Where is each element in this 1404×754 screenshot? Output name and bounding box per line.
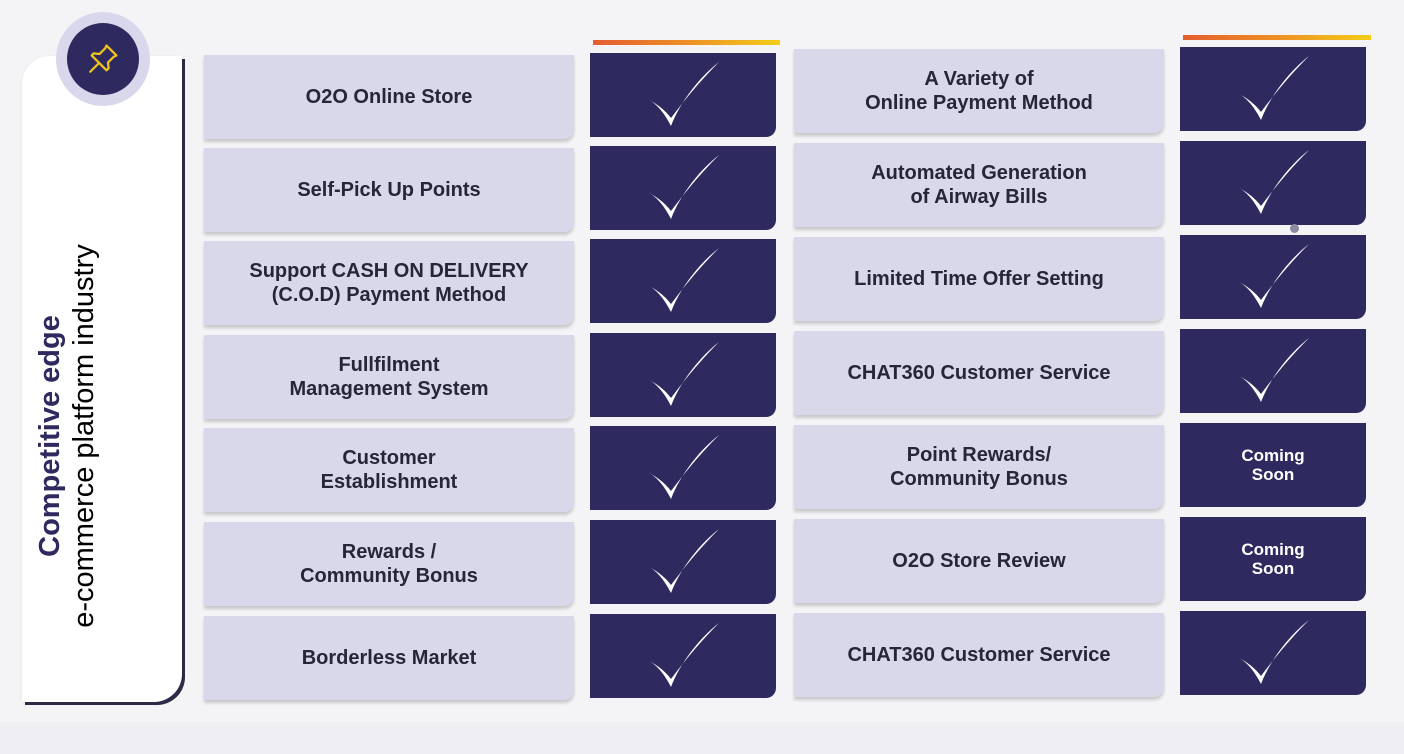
feature-label: Limited Time Offer Setting bbox=[854, 268, 1104, 290]
feature-label: Fullfilment Management System bbox=[289, 354, 489, 400]
feature-cell: Support CASH ON DELIVERY (C.O.D) Payment… bbox=[204, 241, 574, 325]
pushpin-disc bbox=[67, 23, 139, 95]
feature-label: Automated Generation of Airway Bills bbox=[871, 162, 1087, 208]
checkmark-icon bbox=[1239, 150, 1309, 214]
coming-soon-label: Coming Soon bbox=[1241, 446, 1305, 484]
feature-label: Rewards / Community Bonus bbox=[300, 541, 478, 587]
feature-cell: Fullfilment Management System bbox=[204, 335, 574, 419]
accent-bar-left bbox=[593, 40, 780, 45]
status-check bbox=[590, 53, 776, 137]
feature-label: Point Rewards/ Community Bonus bbox=[890, 444, 1068, 490]
checkmark-icon bbox=[649, 155, 719, 219]
feature-label: CHAT360 Customer Service bbox=[847, 362, 1111, 384]
dot-marker bbox=[1290, 224, 1299, 233]
feature-cell: Self-Pick Up Points bbox=[204, 148, 574, 232]
status-check bbox=[1180, 47, 1366, 131]
checkmark-icon bbox=[1239, 56, 1309, 120]
side-title-regular: e-commerce platform industry bbox=[68, 244, 100, 628]
side-title-bold: Competitive edge bbox=[34, 315, 66, 557]
checkmark-icon bbox=[1239, 620, 1309, 684]
checkmark-icon bbox=[1239, 244, 1309, 308]
status-check bbox=[1180, 611, 1366, 695]
status-coming-soon: Coming Soon bbox=[1180, 423, 1366, 507]
feature-label: A Variety of Online Payment Method bbox=[865, 68, 1093, 114]
feature-cell: Limited Time Offer Setting bbox=[794, 237, 1164, 321]
status-check bbox=[590, 239, 776, 323]
feature-cell: Rewards / Community Bonus bbox=[204, 522, 574, 606]
feature-cell: Point Rewards/ Community Bonus bbox=[794, 425, 1164, 509]
checkmark-icon bbox=[649, 342, 719, 406]
checkmark-icon bbox=[649, 62, 719, 126]
status-check bbox=[1180, 329, 1366, 413]
status-check bbox=[590, 333, 776, 417]
feature-cell: CHAT360 Customer Service bbox=[794, 331, 1164, 415]
side-title-card: Competitive edge e-commerce platform ind… bbox=[22, 56, 182, 702]
checkmark-icon bbox=[649, 623, 719, 687]
feature-cell: O2O Store Review bbox=[794, 519, 1164, 603]
feature-label: Borderless Market bbox=[301, 647, 477, 669]
pushpin-icon bbox=[89, 44, 118, 73]
feature-cell: CHAT360 Customer Service bbox=[794, 613, 1164, 697]
feature-label: O2O Store Review bbox=[892, 550, 1066, 572]
checkmark-icon bbox=[649, 529, 719, 593]
checkmark-icon bbox=[649, 435, 719, 499]
pushpin-badge bbox=[56, 12, 150, 106]
feature-cell: Automated Generation of Airway Bills bbox=[794, 143, 1164, 227]
status-check bbox=[1180, 141, 1366, 225]
coming-soon-label: Coming Soon bbox=[1241, 540, 1305, 578]
status-check bbox=[590, 520, 776, 604]
side-title: Competitive edge e-commerce platform ind… bbox=[33, 244, 101, 628]
accent-bar-right bbox=[1183, 35, 1371, 40]
feature-label: Support CASH ON DELIVERY (C.O.D) Payment… bbox=[249, 260, 529, 306]
checkmark-icon bbox=[1239, 338, 1309, 402]
feature-label: Customer Establishment bbox=[320, 447, 458, 493]
feature-label: O2O Online Store bbox=[305, 86, 473, 108]
feature-cell: O2O Online Store bbox=[204, 55, 574, 139]
status-check bbox=[590, 614, 776, 698]
feature-cell: A Variety of Online Payment Method bbox=[794, 49, 1164, 133]
bottom-band bbox=[0, 722, 1404, 754]
feature-cell: Borderless Market bbox=[204, 616, 574, 700]
feature-label: CHAT360 Customer Service bbox=[847, 644, 1111, 666]
status-check bbox=[1180, 235, 1366, 319]
status-check bbox=[590, 426, 776, 510]
checkmark-icon bbox=[649, 248, 719, 312]
feature-label: Self-Pick Up Points bbox=[297, 179, 481, 201]
status-coming-soon: Coming Soon bbox=[1180, 517, 1366, 601]
status-check bbox=[590, 146, 776, 230]
feature-cell: Customer Establishment bbox=[204, 428, 574, 512]
